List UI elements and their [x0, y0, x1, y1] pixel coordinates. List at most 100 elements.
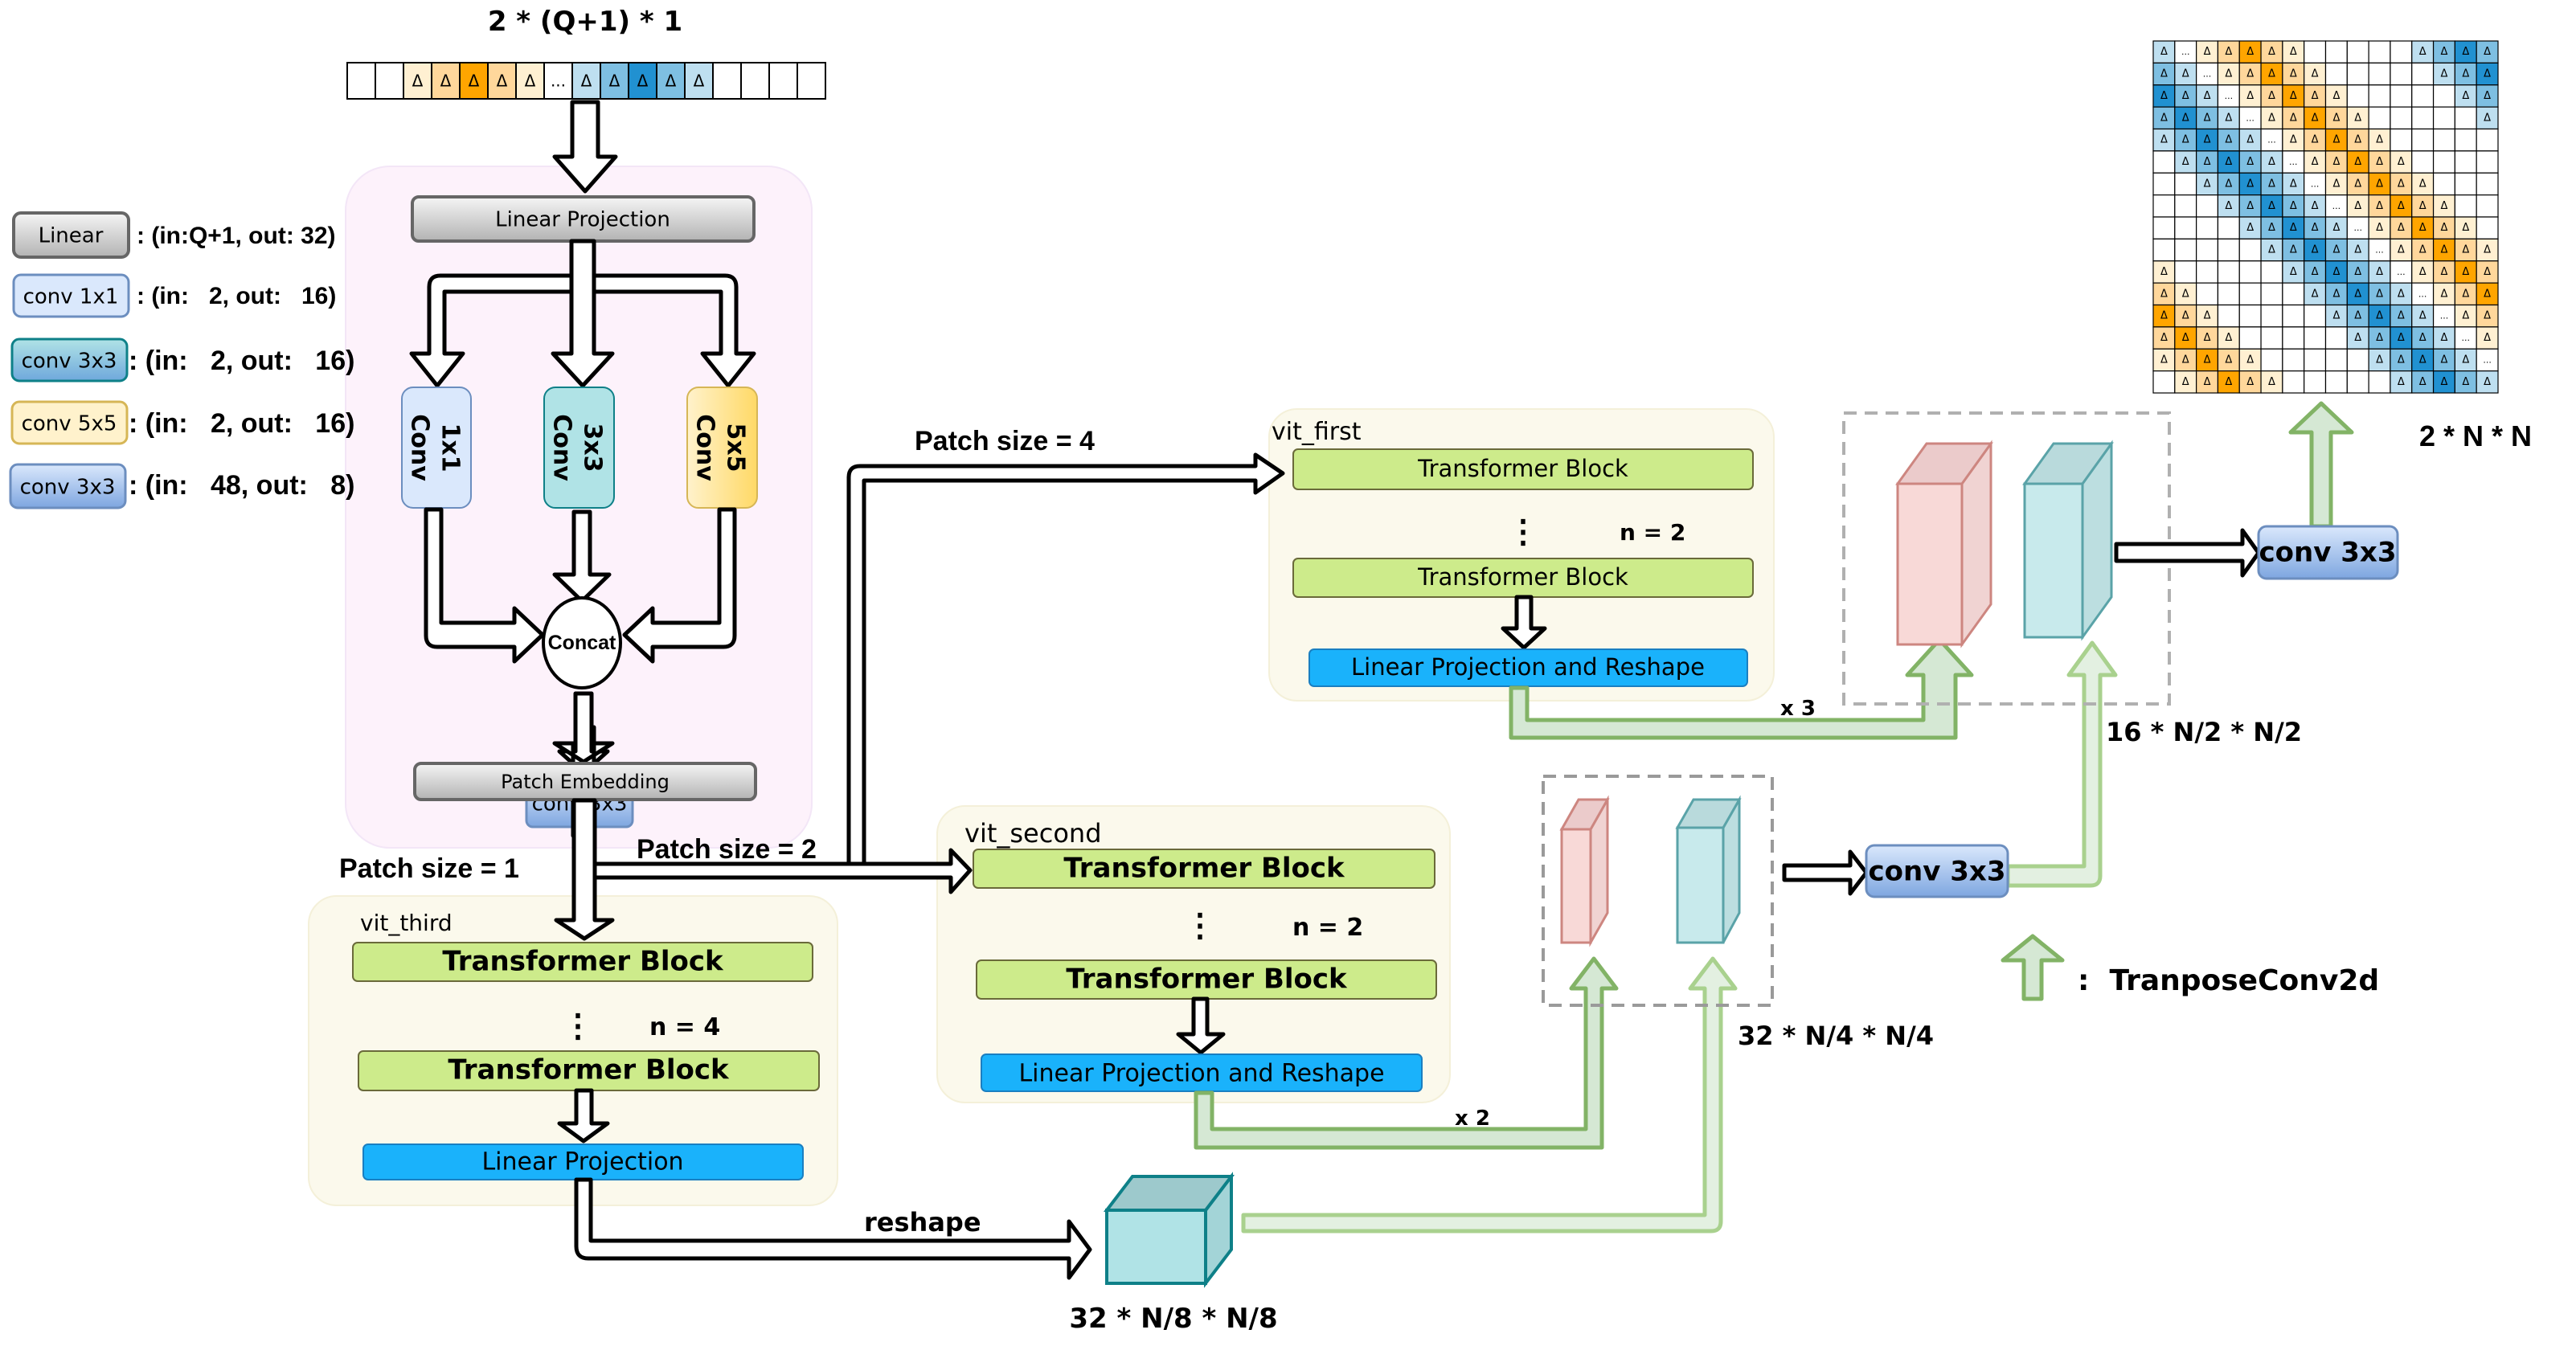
output-matrix-cell-text: Δ [2268, 200, 2275, 212]
output-matrix-cell [2390, 62, 2413, 86]
output-matrix-cell-text: ... [2483, 354, 2492, 365]
output-matrix-cell [2238, 260, 2262, 284]
output-matrix-cell [2217, 282, 2240, 306]
output-matrix-cell [2260, 260, 2283, 284]
output-matrix-cell [2390, 304, 2413, 328]
output-matrix-cell-text: ... [2289, 157, 2298, 167]
output-matrix-cell-text: Δ [2376, 288, 2383, 300]
output-shape-label: 2 * N * N [2419, 419, 2532, 452]
output-matrix-cell-text: Δ [2182, 156, 2189, 168]
output-matrix-cell-text: Δ [2441, 222, 2448, 234]
shape-mid-label: 32 * N/4 * N/4 [1738, 1021, 1934, 1051]
output-matrix-cell-text: Δ [2332, 288, 2340, 300]
output-matrix-cell-text: Δ [2354, 134, 2361, 146]
output-matrix-cell [2432, 106, 2455, 130]
output-matrix-cell-text: Δ [2204, 90, 2211, 102]
output-matrix-cell-text: Δ [2332, 222, 2340, 234]
output-matrix-cell-text: Δ [2182, 134, 2189, 146]
arrow-merge-left [424, 507, 545, 664]
conv5x5-line1: 5x5 [722, 423, 750, 472]
input-vector-cell [571, 62, 601, 100]
output-matrix-cell-text: Δ [2182, 68, 2189, 80]
output-matrix-cell [2454, 172, 2477, 196]
output-matrix-cell [2196, 348, 2219, 372]
arrow-merge-middle [552, 509, 612, 603]
output-matrix-cell-text: ... [2203, 69, 2212, 80]
output-matrix-cell [2174, 348, 2197, 372]
output-matrix-cell-text: Δ [2160, 332, 2168, 344]
vit-third-n: n = 4 [649, 1013, 720, 1041]
output-matrix-cell-text: Δ [2204, 46, 2211, 58]
output-matrix-cell [2282, 40, 2305, 63]
output-matrix-cell-text: Δ [2398, 244, 2405, 256]
legend-linear-desc: : (in:Q+1, out: 32) [137, 223, 336, 249]
output-matrix-cell-text: Δ [2398, 332, 2405, 344]
arrow-split-middle [551, 239, 615, 388]
output-matrix-cell-text: Δ [2441, 288, 2448, 300]
output-matrix-cell [2304, 40, 2327, 63]
output-matrix-cell-text: Δ [2398, 200, 2405, 212]
green-arrow-conv-to-slab [2005, 640, 2118, 888]
output-matrix-cell-text: Δ [2462, 222, 2469, 234]
output-matrix-cell-text: Δ [2462, 68, 2469, 80]
output-matrix-cell [2411, 128, 2435, 152]
output-matrix-cell-text: Δ [2462, 288, 2469, 300]
output-matrix-cell-text: Δ [2182, 354, 2189, 366]
output-matrix-cell [2324, 194, 2348, 218]
vit-first-repeat-label: x 3 [1780, 697, 1816, 721]
output-matrix-cell-text: Δ [2225, 376, 2232, 388]
conv5x5-line2: Conv [691, 414, 719, 481]
output-matrix-cell [2411, 62, 2435, 86]
output-matrix-cell [2324, 370, 2348, 394]
output-matrix-cell [2476, 238, 2499, 262]
output-matrix-cell [2476, 282, 2499, 306]
output-matrix-cell [2152, 150, 2176, 174]
output-matrix-cell-text: Δ [2225, 354, 2232, 366]
vit-first-transformer-block-1-label: Transformer Block [1417, 455, 1628, 482]
output-matrix-cell-text: Δ [2419, 200, 2427, 212]
output-matrix-cell-text: Δ [2204, 354, 2211, 366]
output-matrix-cell-text: Δ [2225, 46, 2232, 58]
output-matrix-cell [2390, 260, 2413, 284]
output-matrix-cell [2368, 128, 2391, 152]
output-matrix-cell [2324, 304, 2348, 328]
input-vector-cell [712, 62, 742, 100]
output-matrix-cell-text: Δ [2290, 200, 2297, 212]
vit-first-n: n = 2 [1620, 519, 1685, 546]
mid-conv3x3-label: conv 3x3 [1869, 856, 2006, 888]
output-matrix-cell [2432, 370, 2455, 394]
output-matrix-cell [2454, 150, 2477, 174]
output-matrix-cell [2476, 62, 2499, 86]
output-matrix-cell [2238, 326, 2262, 350]
conv3x3-block [543, 387, 615, 509]
input-vector-cell-text: ... [551, 72, 566, 91]
reshape-label: reshape [864, 1207, 981, 1238]
output-matrix-cell [2152, 370, 2176, 394]
output-matrix-cell-text: Δ [2462, 354, 2469, 366]
output-matrix-cell [2174, 370, 2197, 394]
output-matrix-cell-text: Δ [2204, 156, 2211, 168]
patch-embedding-label: Patch Embedding [501, 771, 670, 793]
concat-label: Concat [548, 632, 616, 654]
output-matrix-cell [2346, 216, 2369, 239]
input-vector-cell [628, 62, 657, 100]
conv3x3-line1: 3x3 [579, 423, 607, 472]
output-matrix-cell-text: ... [2181, 47, 2190, 57]
output-matrix-cell-text: Δ [2312, 68, 2319, 80]
output-matrix-cell [2454, 106, 2477, 130]
output-matrix-cell [2324, 106, 2348, 130]
legend-conv5x5-desc: : (in: 2, out: 16) [129, 408, 354, 439]
legend-conv3x3-teal-box [10, 338, 129, 383]
input-vector-cell-text: Δ [469, 72, 480, 91]
mid-conv3x3-block [1865, 844, 2009, 898]
input-vector-cell-text: Δ [412, 72, 424, 91]
feature-cube-small [1103, 1172, 1235, 1288]
output-matrix-cell [2411, 150, 2435, 174]
output-matrix-cell-text: Δ [2204, 332, 2211, 344]
output-matrix-cell-text: Δ [2290, 134, 2297, 146]
output-matrix-cell [2368, 84, 2391, 108]
output-matrix-cell [2324, 326, 2348, 350]
output-matrix-cell [2411, 304, 2435, 328]
output-matrix-cell-text: Δ [2484, 244, 2491, 256]
